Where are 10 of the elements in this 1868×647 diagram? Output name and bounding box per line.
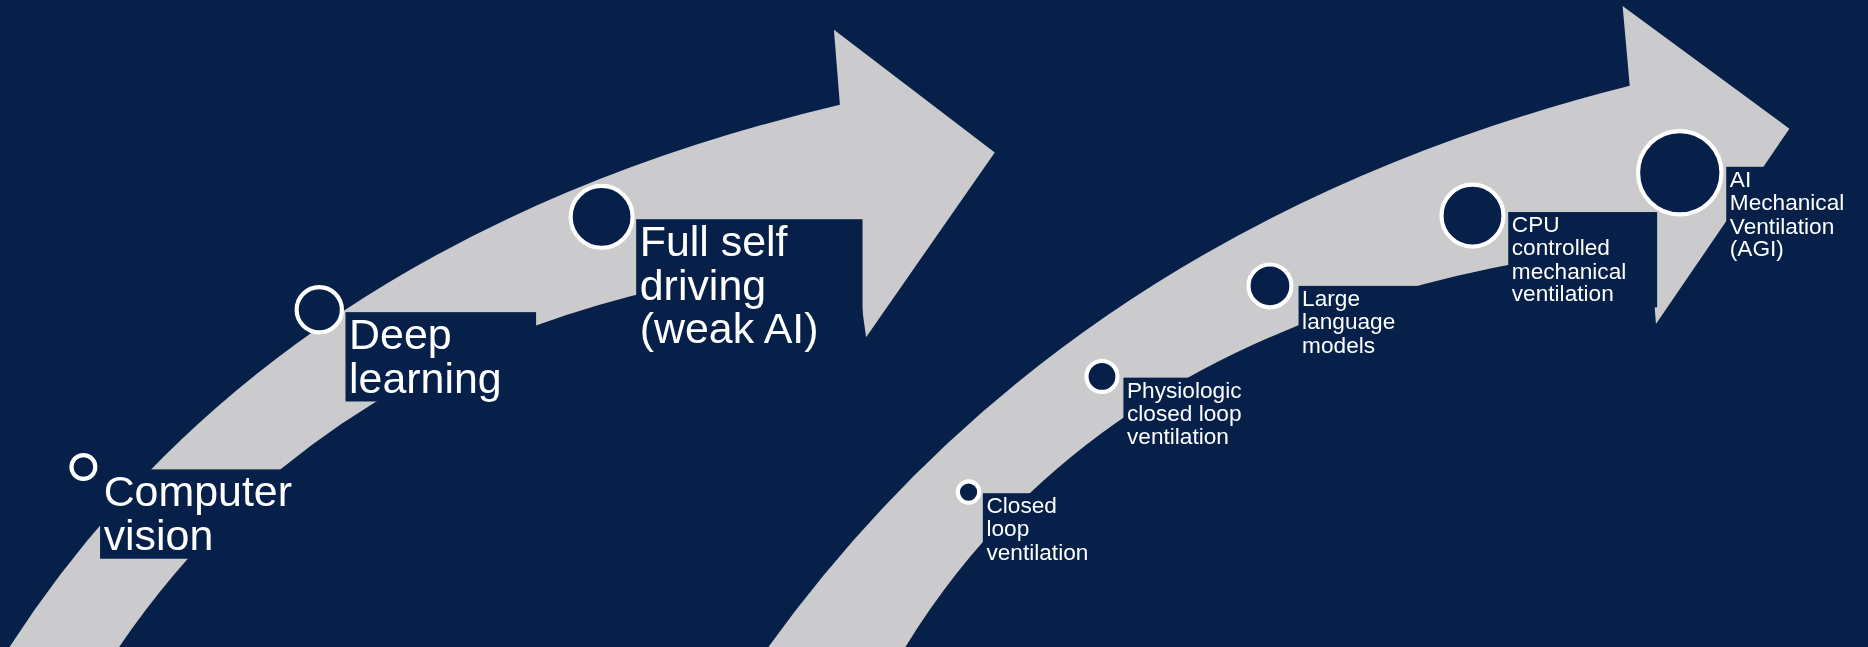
milestone-circle (954, 477, 983, 507)
milestone-circle (567, 182, 637, 252)
milestone-label: Deep learning (345, 312, 537, 402)
milestone-circle (1244, 260, 1295, 311)
milestone-circle (67, 451, 99, 483)
milestone-circle (1437, 181, 1508, 251)
milestone-label: CPU controlled mechanical ventilation (1508, 212, 1658, 307)
milestone-circle (293, 283, 346, 336)
milestone-label: Full self driving (weak AI) (636, 219, 863, 353)
milestone-circle (1634, 127, 1726, 218)
